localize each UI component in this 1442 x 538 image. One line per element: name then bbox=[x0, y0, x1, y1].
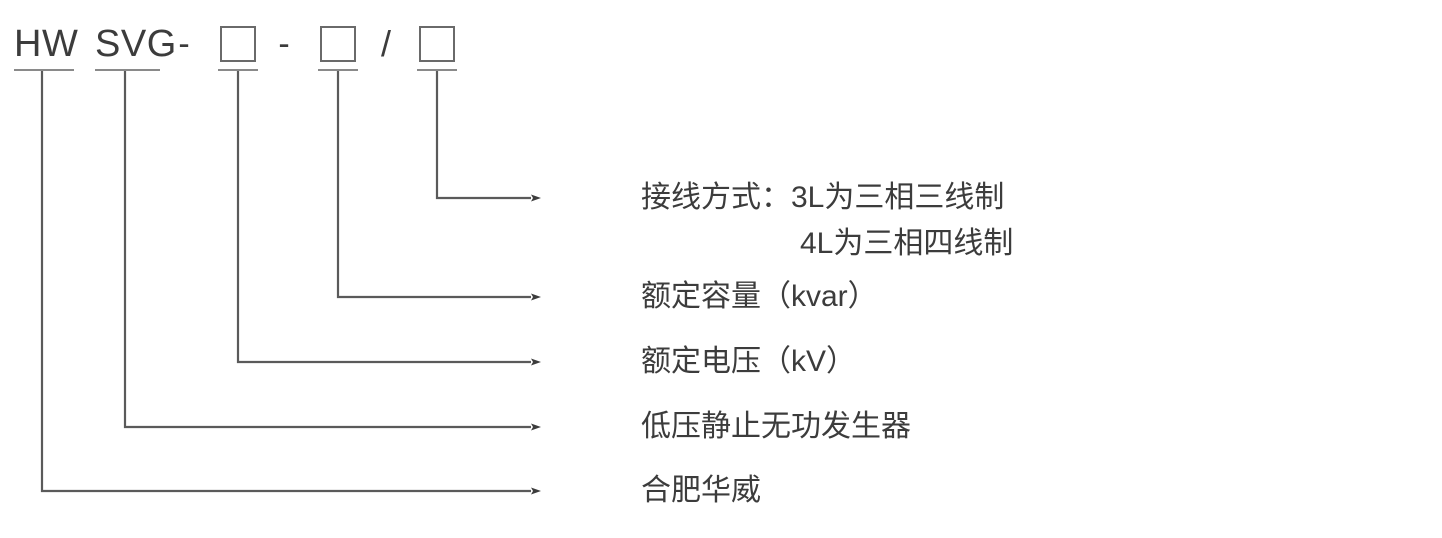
callout-label-rated-capacity: 额定容量（kvar） bbox=[641, 280, 878, 313]
code-separator-slash: / bbox=[380, 23, 391, 64]
leader-manufacturer bbox=[40, 71, 541, 495]
code-box-rated-voltage bbox=[220, 26, 256, 62]
callout-label-wiring-mode: 接线方式：3L为三相三线制 bbox=[641, 181, 1005, 214]
leader-wiring-mode bbox=[435, 71, 541, 202]
leader-rated-capacity bbox=[336, 71, 541, 301]
leader-rated-voltage bbox=[236, 71, 541, 366]
code-token-svg: SVG bbox=[95, 23, 177, 65]
code-box-wiring-mode bbox=[419, 26, 455, 62]
callout-label-rated-voltage: 额定电压（kV） bbox=[641, 345, 857, 378]
callout-label-product-type: 低压静止无功发生器 bbox=[641, 410, 911, 443]
callout-label-wiring-mode-line2: 4L为三相四线制 bbox=[800, 227, 1014, 260]
code-box-rated-capacity bbox=[320, 26, 356, 62]
code-separator-hyphen-1: - bbox=[178, 25, 190, 63]
leader-product-type bbox=[123, 71, 541, 431]
code-token-hw: HW bbox=[14, 23, 79, 65]
code-separator-hyphen-2: - bbox=[278, 25, 290, 63]
callout-label-manufacturer: 合肥华威 bbox=[641, 474, 761, 507]
